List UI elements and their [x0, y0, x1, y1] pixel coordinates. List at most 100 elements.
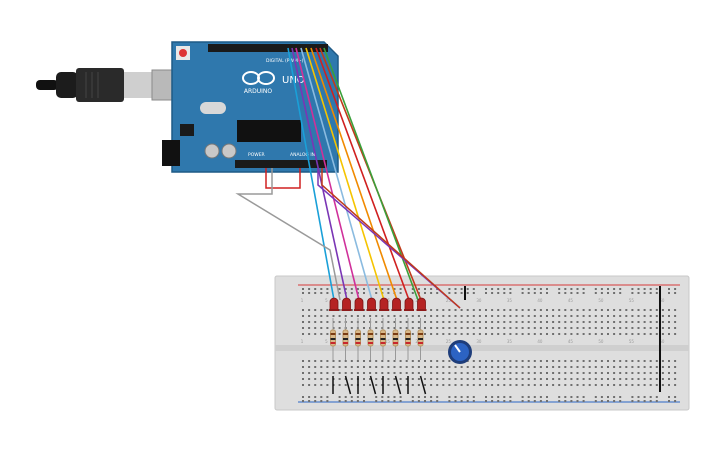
breadboard-hole[interactable]: [509, 400, 512, 402]
breadboard-hole[interactable]: [619, 288, 622, 290]
breadboard-hole[interactable]: [326, 292, 329, 294]
breadboard-hole[interactable]: [594, 396, 597, 398]
breadboard-hole[interactable]: [344, 396, 347, 398]
breadboard-hole[interactable]: [546, 327, 548, 329]
breadboard-hole[interactable]: [442, 378, 445, 380]
breadboard-hole[interactable]: [430, 315, 433, 317]
breadboard-hole[interactable]: [607, 292, 609, 294]
breadboard-hole[interactable]: [472, 315, 475, 317]
breadboard-hole[interactable]: [539, 378, 542, 380]
breadboard-hole[interactable]: [649, 372, 652, 374]
breadboard-hole[interactable]: [381, 360, 384, 362]
breadboard-hole[interactable]: [436, 396, 439, 398]
breadboard-hole[interactable]: [594, 309, 597, 311]
breadboard-hole[interactable]: [533, 309, 536, 311]
breadboard-hole[interactable]: [472, 396, 475, 398]
led-icon[interactable]: [416, 297, 427, 311]
breadboard-hole[interactable]: [582, 288, 585, 290]
breadboard[interactable]: 1155101015152020252530303535404045455050…: [274, 275, 690, 411]
breadboard-hole[interactable]: [332, 372, 335, 374]
breadboard-hole[interactable]: [350, 288, 353, 290]
breadboard-hole[interactable]: [411, 372, 414, 374]
breadboard-hole[interactable]: [338, 288, 341, 290]
breadboard-hole[interactable]: [576, 309, 579, 311]
breadboard-hole[interactable]: [320, 396, 323, 398]
breadboard-hole[interactable]: [387, 360, 390, 362]
breadboard-hole[interactable]: [533, 321, 536, 323]
breadboard-hole[interactable]: [375, 384, 378, 386]
breadboard-hole[interactable]: [326, 384, 329, 386]
breadboard-hole[interactable]: [619, 366, 622, 368]
breadboard-hole[interactable]: [600, 372, 603, 374]
breadboard-hole[interactable]: [539, 384, 542, 386]
breadboard-hole[interactable]: [375, 396, 378, 398]
breadboard-hole[interactable]: [515, 327, 518, 329]
breadboard-hole[interactable]: [527, 372, 530, 374]
breadboard-hole[interactable]: [363, 315, 365, 317]
breadboard-hole[interactable]: [472, 360, 475, 362]
resistor-icon[interactable]: [405, 318, 411, 360]
breadboard-hole[interactable]: [375, 378, 378, 380]
breadboard-hole[interactable]: [466, 315, 469, 317]
breadboard-hole[interactable]: [448, 400, 451, 402]
breadboard-hole[interactable]: [436, 378, 439, 380]
potentiometer[interactable]: [448, 340, 472, 364]
breadboard-hole[interactable]: [485, 384, 487, 386]
breadboard-hole[interactable]: [594, 378, 597, 380]
breadboard-hole[interactable]: [448, 378, 451, 380]
breadboard-hole[interactable]: [570, 372, 573, 374]
breadboard-hole[interactable]: [411, 321, 414, 323]
breadboard-hole[interactable]: [454, 309, 457, 311]
breadboard-hole[interactable]: [655, 396, 658, 398]
breadboard-hole[interactable]: [674, 288, 677, 290]
breadboard-hole[interactable]: [631, 396, 634, 398]
breadboard-hole[interactable]: [369, 372, 372, 374]
breadboard-hole[interactable]: [356, 288, 359, 290]
breadboard-hole[interactable]: [326, 315, 329, 317]
breadboard-hole[interactable]: [613, 400, 616, 402]
breadboard-hole[interactable]: [478, 360, 481, 362]
breadboard-hole[interactable]: [326, 360, 329, 362]
breadboard-hole[interactable]: [539, 372, 542, 374]
breadboard-hole[interactable]: [399, 396, 402, 398]
breadboard-hole[interactable]: [509, 360, 512, 362]
breadboard-hole[interactable]: [503, 315, 506, 317]
breadboard-hole[interactable]: [607, 321, 609, 323]
breadboard-hole[interactable]: [546, 384, 548, 386]
arduino-uno-board[interactable]: ARDUINO UNO DIGITAL (PWM~) POWER ANALOG …: [162, 41, 339, 173]
breadboard-hole[interactable]: [411, 288, 414, 290]
breadboard-hole[interactable]: [393, 366, 396, 368]
breadboard-hole[interactable]: [619, 396, 622, 398]
breadboard-hole[interactable]: [655, 366, 658, 368]
breadboard-hole[interactable]: [320, 309, 323, 311]
breadboard-hole[interactable]: [448, 384, 451, 386]
breadboard-hole[interactable]: [430, 400, 433, 402]
breadboard-hole[interactable]: [424, 292, 426, 294]
breadboard-hole[interactable]: [631, 327, 634, 329]
breadboard-hole[interactable]: [472, 372, 475, 374]
breadboard-hole[interactable]: [405, 327, 408, 329]
breadboard-hole[interactable]: [454, 315, 457, 317]
breadboard-hole[interactable]: [558, 333, 561, 335]
breadboard-hole[interactable]: [466, 288, 469, 290]
breadboard-hole[interactable]: [466, 396, 469, 398]
breadboard-hole[interactable]: [485, 309, 487, 311]
breadboard-hole[interactable]: [643, 333, 646, 335]
breadboard-hole[interactable]: [637, 400, 640, 402]
breadboard-hole[interactable]: [539, 288, 542, 290]
breadboard-hole[interactable]: [485, 360, 487, 362]
breadboard-hole[interactable]: [588, 360, 591, 362]
analog-wire[interactable]: [321, 168, 461, 309]
ground-jumper-wire[interactable]: [419, 375, 427, 395]
breadboard-hole[interactable]: [344, 288, 347, 290]
breadboard-hole[interactable]: [387, 372, 390, 374]
breadboard-hole[interactable]: [631, 372, 634, 374]
breadboard-hole[interactable]: [552, 327, 555, 329]
breadboard-hole[interactable]: [643, 366, 646, 368]
breadboard-hole[interactable]: [539, 400, 542, 402]
breadboard-hole[interactable]: [338, 327, 341, 329]
breadboard-hole[interactable]: [503, 396, 506, 398]
breadboard-hole[interactable]: [631, 360, 634, 362]
breadboard-hole[interactable]: [314, 372, 317, 374]
breadboard-hole[interactable]: [576, 288, 579, 290]
